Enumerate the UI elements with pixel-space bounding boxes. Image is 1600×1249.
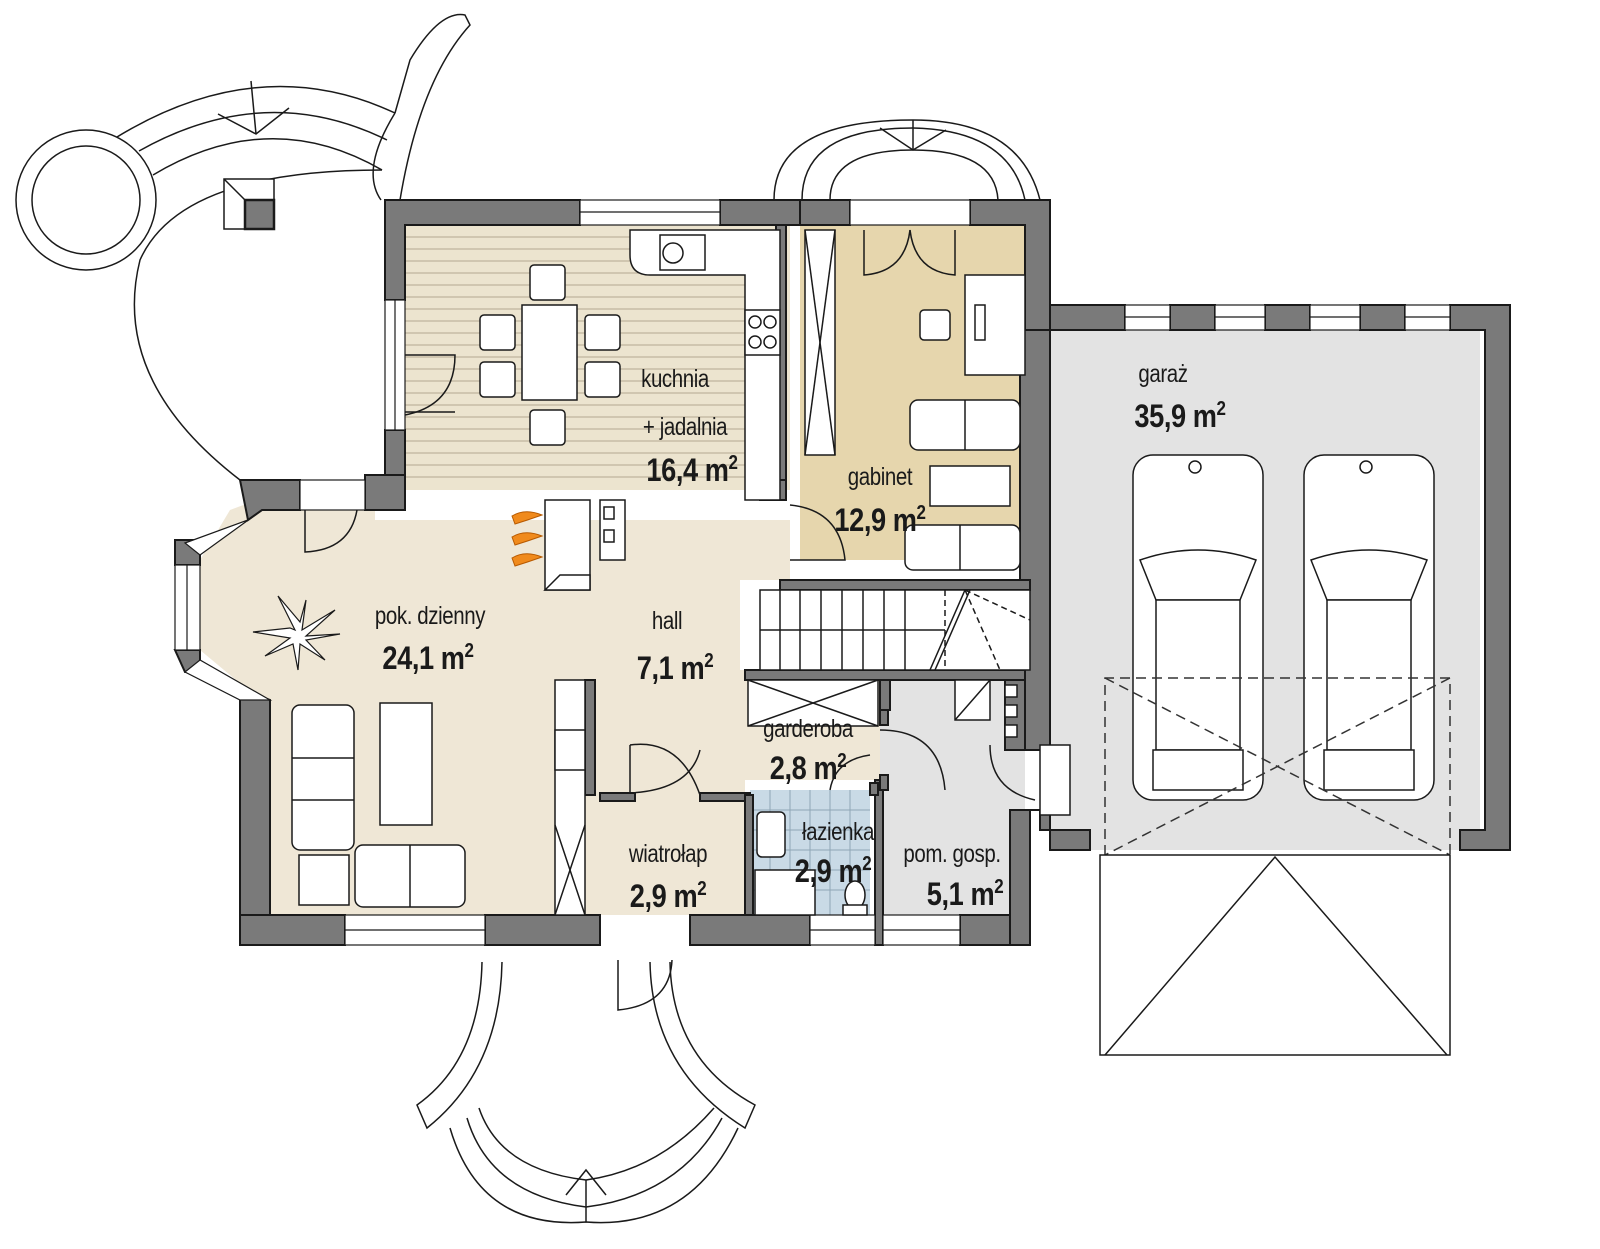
room-name-living: pok. dzienny	[374, 602, 486, 630]
room-area-bathroom: 2,9 m2	[794, 853, 872, 889]
room-area-kitchen: 16,4 m2	[646, 452, 738, 488]
room-area-vestibule: 2,9 m2	[629, 878, 707, 914]
exterior-arc-bottom	[416, 961, 756, 1224]
room-name-bathroom: łazienka	[802, 818, 874, 846]
car-icon	[1303, 454, 1435, 801]
room-name-hall: hall	[651, 607, 683, 635]
room-name-study: gabinet	[847, 463, 913, 491]
room-area-hall: 7,1 m2	[636, 650, 714, 686]
room-name-dining: + jadalnia	[642, 413, 728, 441]
furniture	[291, 229, 1071, 916]
room-area-wardrobe: 2,8 m2	[769, 750, 847, 786]
plant-icon	[252, 595, 341, 671]
room-name-garage: garaż	[1138, 360, 1188, 388]
driveway-apron	[1099, 854, 1451, 1056]
exterior-arc-top	[773, 119, 1041, 201]
chimney-outside	[223, 178, 276, 231]
room-area-garage: 35,9 m2	[1134, 398, 1226, 434]
room-area-living: 24,1 m2	[382, 640, 474, 676]
room-name-vestibule: wiatrołap	[628, 840, 708, 868]
room-name-kitchen: kuchnia	[641, 365, 709, 393]
room-area-utility: 5,1 m2	[926, 876, 1004, 912]
windows	[174, 199, 1451, 946]
garage-door-swing	[1104, 677, 1451, 856]
room-area-study: 12,9 m2	[834, 502, 926, 538]
walls	[173, 199, 1511, 946]
staircase	[759, 589, 1031, 671]
doors	[304, 229, 1036, 1011]
room-name-utility: pom. gosp.	[903, 840, 1001, 868]
room-name-wardrobe: garderoba	[763, 715, 853, 743]
fireplace-flames-icon	[511, 511, 544, 567]
car-icon	[1132, 454, 1264, 801]
